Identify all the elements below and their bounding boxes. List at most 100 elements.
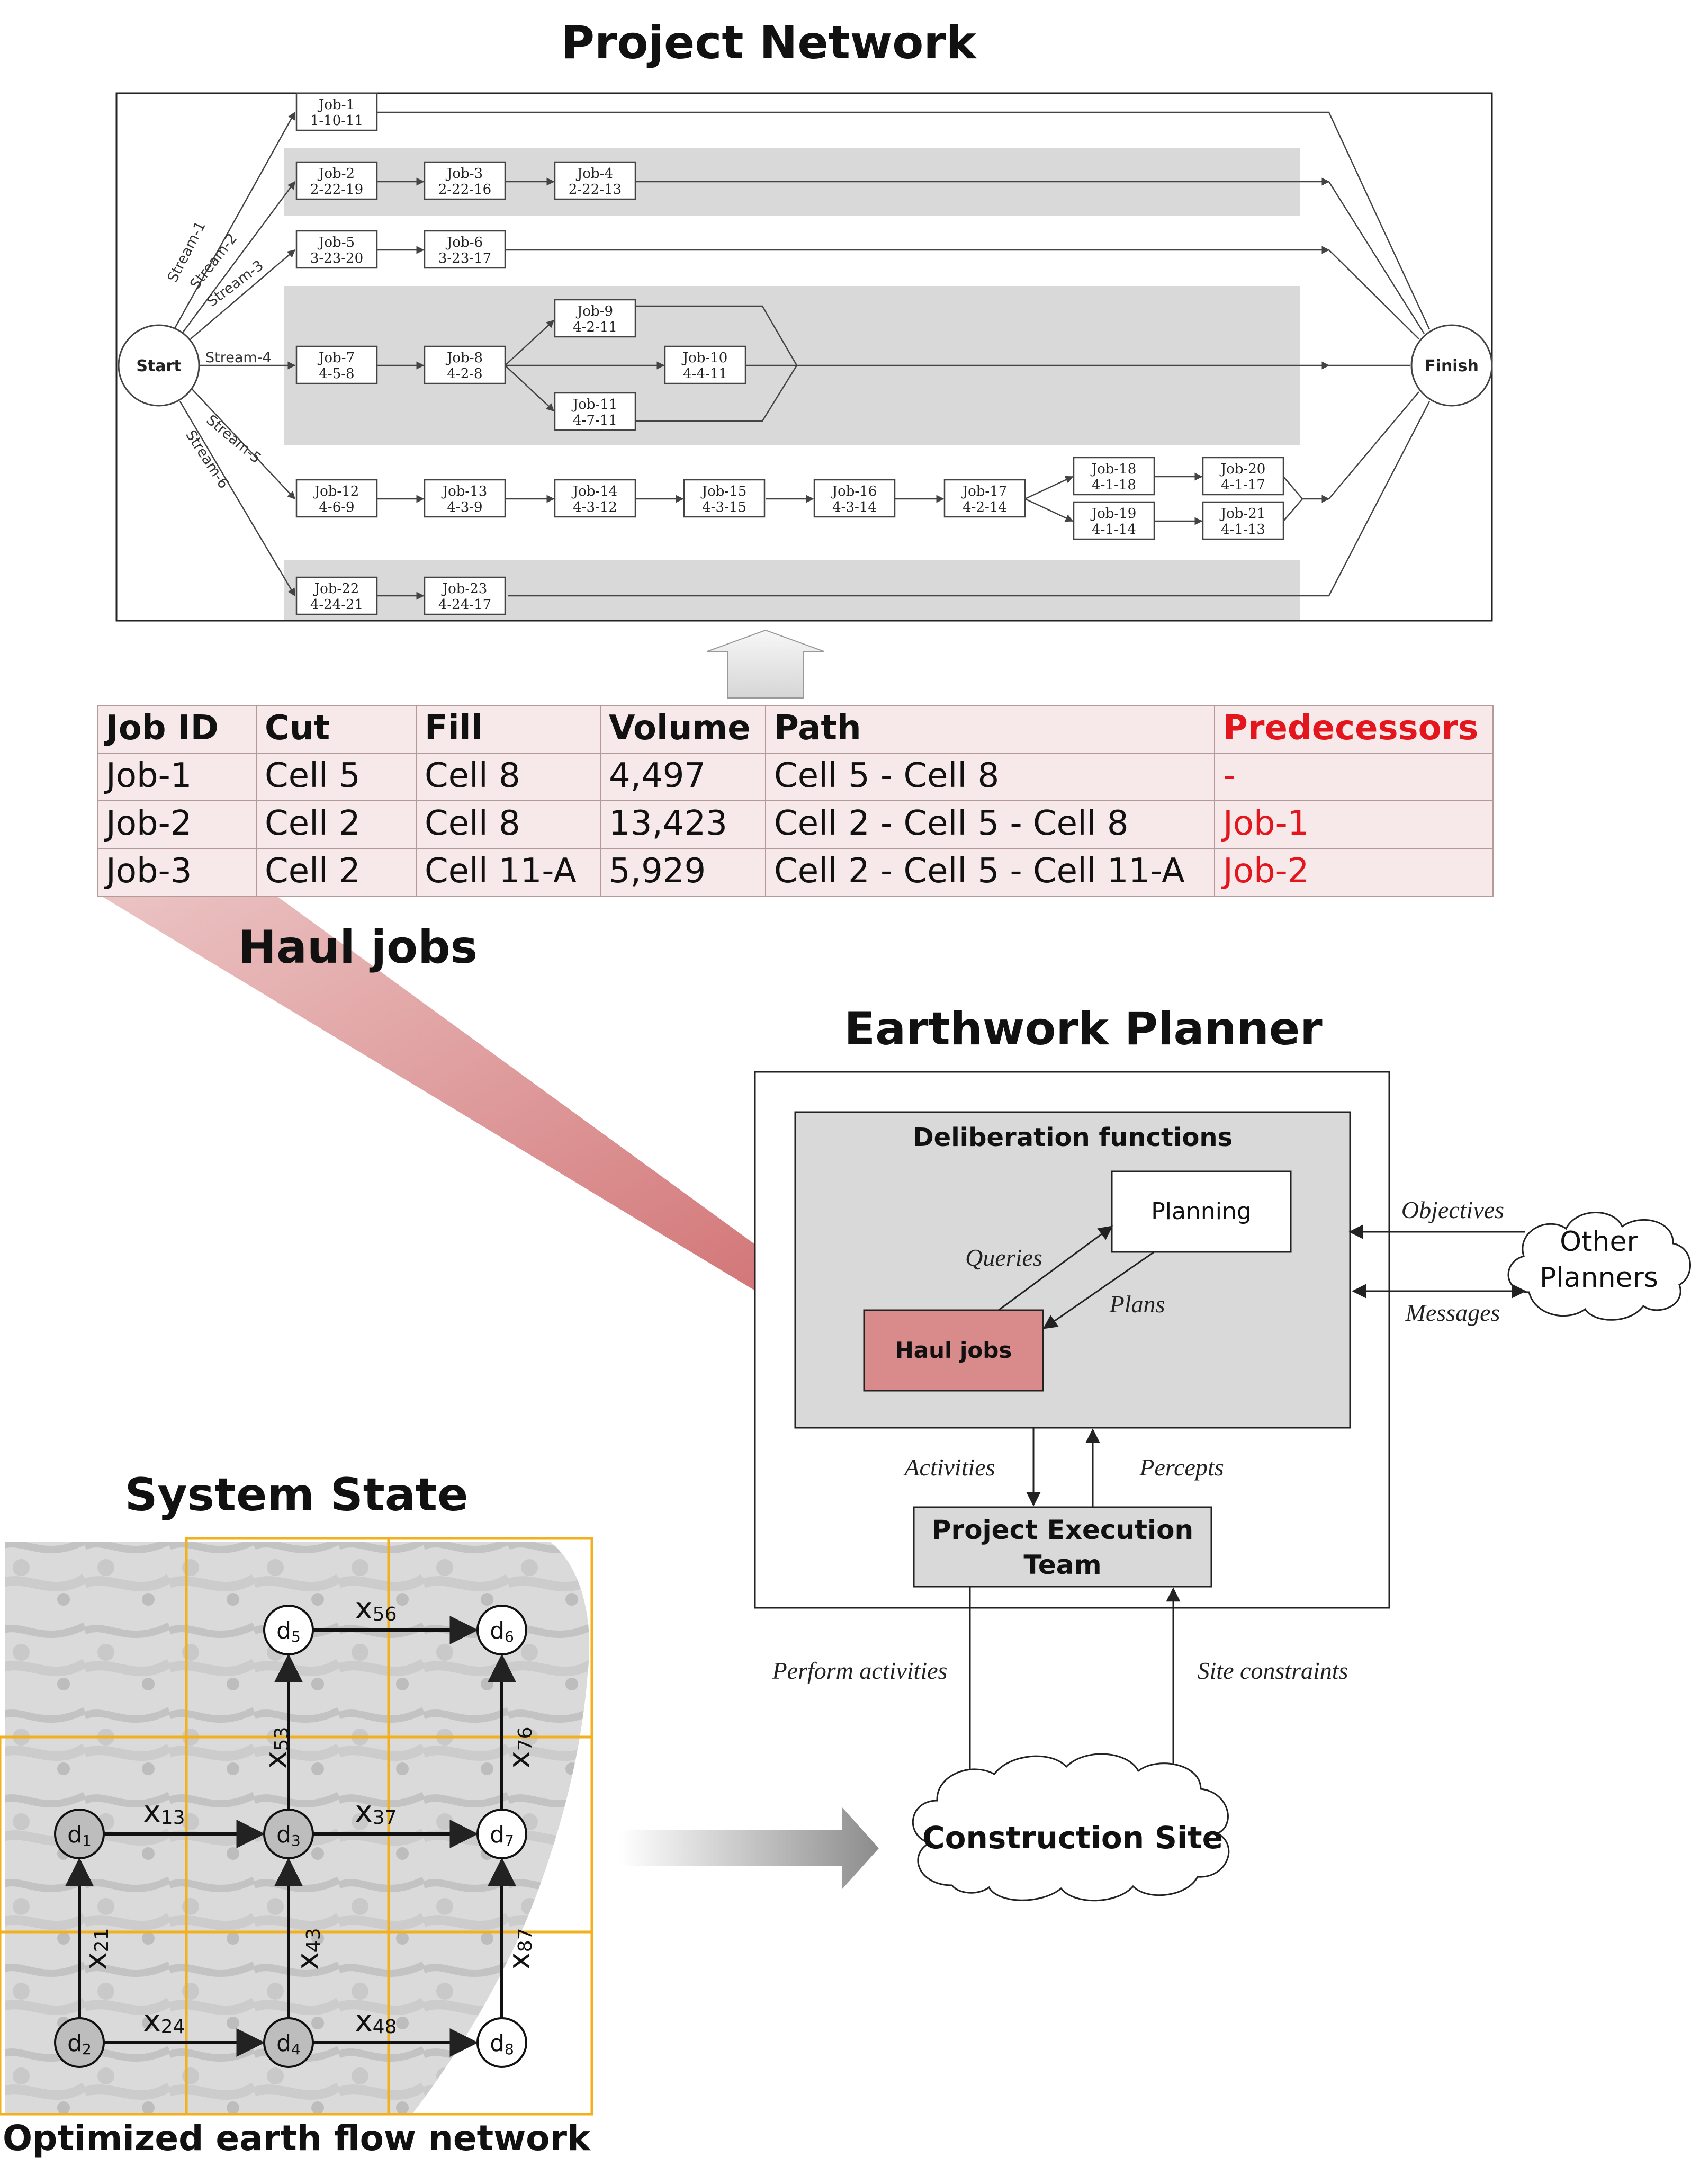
edge-base: x: [259, 1751, 293, 1768]
up-arrow: [707, 629, 824, 699]
table-cell: 13,423: [609, 804, 727, 843]
flow-edge-label: x24: [143, 2004, 185, 2038]
flow-arrow: [619, 1807, 879, 1890]
node-subscript: 5: [291, 1628, 301, 1645]
table-header-cell: Cut: [265, 709, 330, 748]
job-id: Job-11: [571, 397, 618, 413]
deliberation-label: Deliberation functions: [913, 1123, 1233, 1152]
job-box: Job-84-2-8: [424, 345, 506, 384]
table-header-cell: Job ID: [104, 709, 219, 748]
job-id: Job-10: [681, 350, 728, 366]
table-cell: 4,497: [609, 756, 706, 795]
job-code: 4-6-9: [319, 499, 354, 515]
job-id: Job-7: [317, 350, 355, 366]
job-id: Job-3: [445, 166, 483, 182]
job-id: Job-4: [575, 166, 613, 182]
haul-jobs-box-label: Haul jobs: [895, 1337, 1012, 1363]
job-id: Job-16: [831, 484, 877, 499]
job-box: Job-94-2-11: [554, 299, 636, 338]
job-id: Job-22: [313, 581, 359, 597]
edge-subscript: 87: [515, 1928, 536, 1953]
cell-node-label: d7: [490, 1821, 514, 1849]
job-box: Job-214-1-13: [1202, 501, 1284, 540]
table-cell: Cell 8: [425, 804, 520, 843]
table-header-cell: Predecessors: [1223, 709, 1478, 748]
cell-node-label: d3: [276, 1821, 301, 1849]
job-code: 4-4-11: [683, 366, 727, 382]
job-box: Job-74-5-8: [295, 345, 378, 384]
haul-jobs-caption: Haul jobs: [238, 921, 478, 974]
edge-base: x: [143, 2004, 161, 2038]
flow-edge-label: x21: [79, 1928, 113, 1970]
queries-label: Queries: [965, 1244, 1042, 1271]
edge-base: x: [502, 1751, 537, 1768]
job-code: 4-2-11: [573, 319, 617, 335]
other-planners-cloud[interactable]: [1507, 1212, 1691, 1321]
table-cell: Cell 8: [425, 756, 520, 795]
job-box: Job-164-3-14: [813, 479, 896, 518]
table-cell: Cell 2: [265, 852, 361, 891]
state-title: System State: [125, 1469, 469, 1521]
table-cell: Cell 11-A: [425, 852, 577, 891]
job-id: Job-15: [700, 484, 747, 499]
job-id: Job-18: [1090, 461, 1137, 477]
node-subscript: 7: [505, 1832, 514, 1849]
objectives-label: Objectives: [1401, 1196, 1504, 1223]
plans-label: Plans: [1109, 1291, 1165, 1318]
job-code: 4-3-14: [832, 499, 877, 515]
job-boxes: Job-11-10-11Job-22-22-19Job-32-22-16Job-…: [295, 92, 1284, 615]
job-id: Job-23: [441, 581, 488, 597]
node-base: d: [276, 2030, 291, 2057]
job-box: Job-184-1-18: [1073, 457, 1155, 496]
table-cell: Job-1: [1221, 804, 1309, 843]
job-box: Job-144-3-12: [554, 479, 636, 518]
table-cell: Job-2: [1221, 852, 1309, 891]
edge-subscript: 21: [91, 1928, 113, 1953]
execution-team-box[interactable]: [913, 1506, 1212, 1588]
job-code: 4-3-9: [447, 499, 482, 515]
cell-node-label: d4: [276, 2030, 301, 2058]
execution-team-line2: Team: [1023, 1550, 1101, 1580]
percepts-label: Percepts: [1139, 1454, 1224, 1481]
perform-label: Perform activities: [772, 1657, 948, 1684]
table-header-cell: Fill: [425, 709, 483, 748]
table-cell: Job-2: [104, 804, 192, 843]
job-box: Job-104-4-11: [664, 345, 746, 384]
job-code: 4-2-14: [963, 499, 1007, 515]
network-title: Project Network: [561, 16, 977, 69]
table-cell: Job-3: [104, 852, 192, 891]
cell-node: [263, 2017, 314, 2068]
job-code: 4-24-21: [310, 597, 363, 613]
flow-edge-label: x48: [355, 2004, 397, 2038]
planning-box[interactable]: [1111, 1170, 1292, 1253]
edge-base: x: [355, 2004, 373, 2038]
edge-base: x: [143, 1795, 161, 1829]
table-header-cell: Path: [774, 709, 861, 748]
job-box: Job-154-3-15: [683, 479, 766, 518]
table-cell: 5,929: [609, 852, 706, 891]
cell-node: [476, 1605, 527, 1655]
job-code: 2-22-13: [569, 182, 622, 198]
table-cell: Job-1: [104, 756, 192, 795]
job-id: Job-6: [445, 235, 483, 250]
job-code: 4-1-13: [1221, 522, 1265, 538]
edge-base: x: [355, 1591, 373, 1626]
node-base: d: [276, 1617, 291, 1644]
job-code: 4-24-17: [438, 597, 491, 613]
node-base: d: [67, 2030, 82, 2057]
cell-node: [476, 1809, 527, 1859]
haul-jobs-box[interactable]: [863, 1309, 1044, 1392]
job-code: 3-23-20: [310, 250, 363, 266]
job-id: Job-1: [317, 97, 355, 113]
job-box: Job-32-22-16: [424, 161, 506, 200]
node-base: d: [490, 1821, 505, 1848]
flow-edge-label: x56: [355, 1591, 397, 1626]
site-constraints-label: Site constraints: [1198, 1657, 1348, 1684]
planning-label: Planning: [1151, 1198, 1252, 1225]
construction-site-cloud[interactable]: [912, 1753, 1230, 1902]
cell-node: [476, 2017, 527, 2068]
node-subscript: 3: [291, 1832, 301, 1849]
